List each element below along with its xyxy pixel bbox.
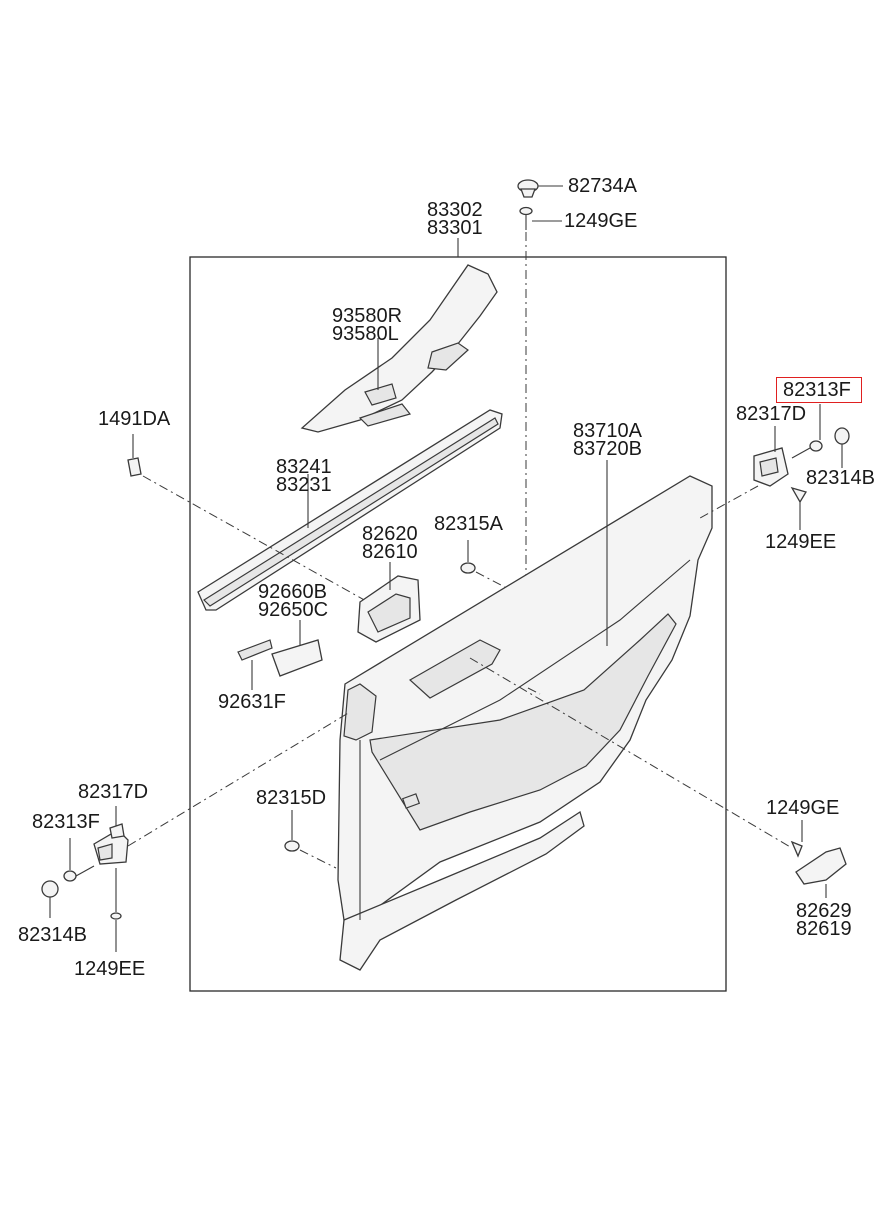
label-82314B-right: 82314B xyxy=(806,467,875,489)
label-92650C: 92650C xyxy=(258,599,329,621)
label-82317D-left: 82317D xyxy=(78,781,149,803)
label-83231: 83231 xyxy=(276,474,332,496)
label-1249GE-right: 1249GE xyxy=(766,797,840,819)
label-82313F-right: 82313F xyxy=(783,379,851,401)
clip-1491DA xyxy=(127,434,142,477)
label-82314B-left: 82314B xyxy=(18,924,87,946)
clip-82313F-right xyxy=(791,404,823,459)
label-82315D: 82315D xyxy=(256,787,327,809)
cap-82314B-left xyxy=(41,880,59,918)
lamp-cover xyxy=(237,620,323,690)
label-1249EE-left: 1249EE xyxy=(74,958,146,980)
clip-82313F-left xyxy=(63,838,95,882)
label-82620: 82620 xyxy=(362,523,418,545)
pull-cup-82629 xyxy=(795,847,847,898)
label-1249GE-top: 1249GE xyxy=(564,210,638,232)
screw-1249EE-left xyxy=(110,868,122,952)
grab-handle xyxy=(300,264,498,433)
label-82317D-right: 82317D xyxy=(736,403,807,425)
cap-82314B-right xyxy=(834,427,850,468)
screw-1249GE-top xyxy=(519,206,562,230)
label-92660B: 92660B xyxy=(258,581,327,603)
label-83302: 83302 xyxy=(427,199,483,221)
door-trim-panel xyxy=(337,460,713,971)
label-82315A: 82315A xyxy=(434,513,503,535)
label-82734A: 82734A xyxy=(568,175,637,197)
label-1249EE-right: 1249EE xyxy=(765,531,837,553)
bracket-right-82317D xyxy=(753,426,789,487)
label-82313F-left: 82313F xyxy=(32,811,100,833)
highlight-box-82313F xyxy=(776,377,862,403)
label-82610: 82610 xyxy=(362,541,418,563)
clip-82315D xyxy=(284,810,300,852)
inside-handle xyxy=(357,562,421,643)
clip-82734A xyxy=(517,179,563,198)
label-83241: 83241 xyxy=(276,456,332,478)
screw-1249EE-right xyxy=(790,486,807,530)
garnish-strip xyxy=(197,409,503,611)
bracket-left-82317D xyxy=(93,806,129,865)
label-82629: 82629 xyxy=(796,900,852,922)
label-83301: 83301 xyxy=(427,217,483,239)
label-93580L: 93580L xyxy=(332,323,399,345)
label-83720B: 83720B xyxy=(573,438,642,460)
label-82619: 82619 xyxy=(796,918,852,940)
clip-82315A xyxy=(460,540,476,574)
label-93580R: 93580R xyxy=(332,305,403,327)
screw-1249GE-right xyxy=(790,820,803,858)
label-1491DA: 1491DA xyxy=(98,408,171,430)
label-83710A: 83710A xyxy=(573,420,642,442)
label-92631F: 92631F xyxy=(218,691,286,713)
